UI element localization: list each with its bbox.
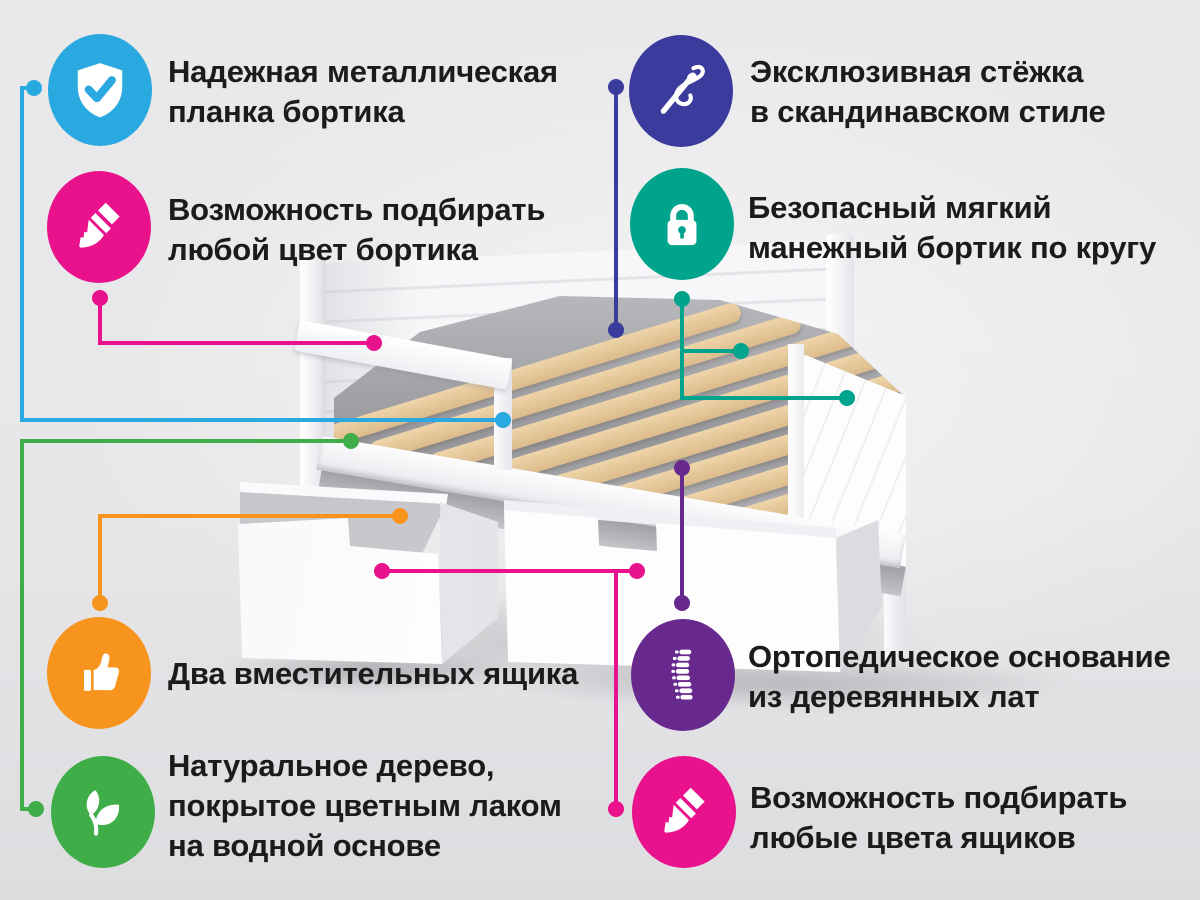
feature-line: покрытое цветным лаком — [168, 788, 562, 823]
leaf-icon — [51, 756, 155, 868]
thumbs-up-icon — [47, 617, 151, 729]
connector-natural-wood-green — [20, 433, 359, 817]
connector-stitching-indigo — [608, 79, 624, 338]
feature-line: Натуральное дерево, — [168, 748, 495, 783]
feature-line: любой цвет бортика — [168, 232, 478, 267]
feature-line: Возможность подбирать — [168, 192, 546, 227]
feature-stitching-label: Эксклюзивная стёжка в скандинавском стил… — [750, 52, 1200, 132]
connector-two-drawers-orange — [92, 508, 408, 611]
padlock-icon — [630, 168, 734, 280]
needle-thread-icon — [629, 35, 733, 147]
shield-check-icon — [48, 34, 152, 146]
feature-orthopedic-label: Ортопедическое основание из деревянных л… — [748, 637, 1200, 717]
connector-rail-color-pink — [92, 290, 382, 351]
feature-line: Безопасный мягкий — [748, 190, 1052, 225]
feature-line: Возможность подбирать — [750, 780, 1128, 815]
connector-soft-bumper-teal — [674, 291, 855, 406]
feature-line: из деревянных лат — [748, 679, 1040, 714]
connector-drawer-colors-magenta — [374, 563, 645, 817]
feature-rail-plank-label: Надежная металлическая планка бортика — [168, 52, 618, 132]
feature-line: в скандинавском стиле — [750, 94, 1106, 129]
feature-line: на водной основе — [168, 828, 441, 863]
feature-line: манежный бортик по кругу — [748, 230, 1157, 265]
feature-natural-wood-label: Натуральное дерево, покрытое цветным лак… — [168, 746, 618, 866]
feature-line: Надежная металлическая — [168, 54, 558, 89]
feature-two-drawers-label: Два вместительных ящика — [168, 654, 628, 694]
feature-line: любые цвета ящиков — [750, 820, 1076, 855]
feature-drawer-colors-label: Возможность подбирать любые цвета ящиков — [750, 778, 1200, 858]
paintbrush-icon — [47, 171, 151, 283]
connector-rail-plank-blue — [20, 80, 511, 428]
connector-orthopedic-purple — [674, 460, 690, 611]
feature-line: Ортопедическое основание — [748, 639, 1171, 674]
feature-soft-bumper-label: Безопасный мягкий манежный бортик по кру… — [748, 188, 1200, 268]
feature-line: планка бортика — [168, 94, 405, 129]
feature-rail-color-label: Возможность подбирать любой цвет бортика — [168, 190, 618, 270]
feature-line: Эксклюзивная стёжка — [750, 54, 1084, 89]
paintbrush-icon — [632, 756, 736, 868]
feature-line: Два вместительных ящика — [168, 656, 579, 691]
spine-icon — [631, 619, 735, 731]
